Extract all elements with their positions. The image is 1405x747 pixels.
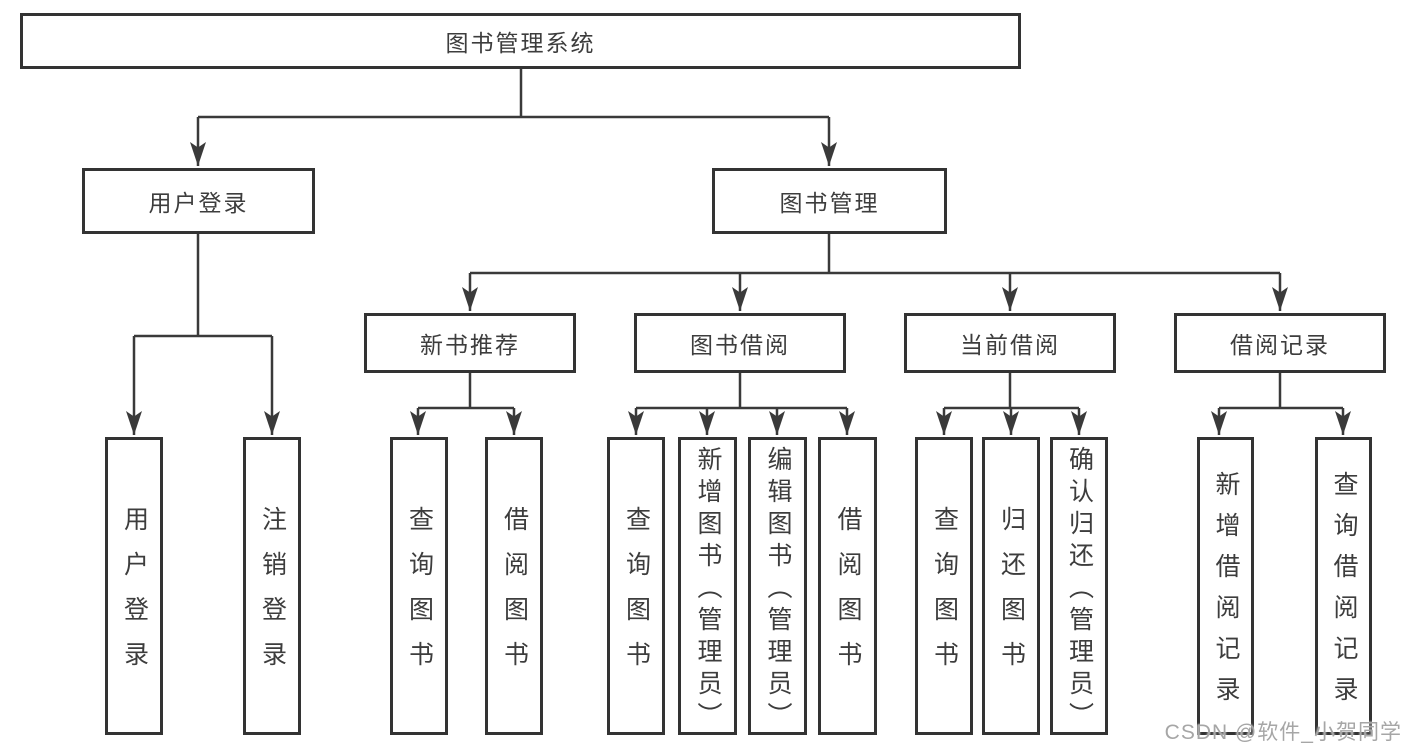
leaf-return-books: 归还图书 bbox=[982, 437, 1040, 735]
leaf-query-books-recommend: 查询图书 bbox=[390, 437, 448, 735]
leaf-query-books-borrow-label: 查询图书 bbox=[622, 506, 651, 686]
node-current-borrow: 当前借阅 bbox=[904, 313, 1116, 373]
leaf-add-borrow-record-label: 新增借阅记录 bbox=[1212, 471, 1240, 717]
leaf-add-books-admin: 新增图书（管理员） bbox=[678, 437, 737, 735]
node-current-borrow-label: 当前借阅 bbox=[960, 332, 1060, 358]
leaf-return-books-label: 归还图书 bbox=[997, 506, 1026, 686]
leaf-query-books-current-label: 查询图书 bbox=[930, 506, 959, 686]
leaf-user-login-label: 用户登录 bbox=[120, 506, 149, 686]
leaf-add-borrow-record: 新增借阅记录 bbox=[1197, 437, 1254, 735]
leaf-add-books-admin-label: 新增图书（管理员） bbox=[694, 445, 722, 734]
leaf-query-borrow-record: 查询借阅记录 bbox=[1315, 437, 1372, 735]
leaf-query-books-current: 查询图书 bbox=[915, 437, 973, 735]
leaf-borrow-books: 借阅图书 bbox=[818, 437, 877, 735]
leaf-query-books-recommend-label: 查询图书 bbox=[405, 506, 434, 686]
node-new-book-recommend-label: 新书推荐 bbox=[420, 332, 520, 358]
node-root-label: 图书管理系统 bbox=[445, 30, 596, 56]
node-borrow-records-label: 借阅记录 bbox=[1230, 332, 1330, 358]
leaf-query-borrow-record-label: 查询借阅记录 bbox=[1330, 471, 1358, 717]
node-book-management-label: 图书管理 bbox=[779, 190, 880, 216]
leaf-user-login: 用户登录 bbox=[105, 437, 163, 735]
node-book-management: 图书管理 bbox=[712, 168, 947, 234]
leaf-edit-books-admin-label: 编辑图书（管理员） bbox=[764, 445, 792, 734]
node-book-borrow: 图书借阅 bbox=[634, 313, 846, 373]
node-book-borrow-label: 图书借阅 bbox=[690, 332, 790, 358]
node-user-login-label: 用户登录 bbox=[148, 190, 249, 216]
leaf-confirm-return-admin-label: 确认归还（管理员） bbox=[1065, 445, 1094, 734]
node-root: 图书管理系统 bbox=[20, 13, 1021, 69]
node-user-login: 用户登录 bbox=[82, 168, 315, 234]
leaf-edit-books-admin: 编辑图书（管理员） bbox=[748, 437, 807, 735]
leaf-query-books-borrow: 查询图书 bbox=[607, 437, 665, 735]
leaf-confirm-return-admin: 确认归还（管理员） bbox=[1050, 437, 1108, 735]
node-borrow-records: 借阅记录 bbox=[1174, 313, 1386, 373]
leaf-logout: 注销登录 bbox=[243, 437, 301, 735]
node-new-book-recommend: 新书推荐 bbox=[364, 313, 576, 373]
csdn-watermark: CSDN @软件_小贺同学 bbox=[1164, 721, 1402, 744]
leaf-borrow-books-recommend: 借阅图书 bbox=[485, 437, 543, 735]
leaf-borrow-books-label: 借阅图书 bbox=[834, 506, 862, 686]
leaf-borrow-books-recommend-label: 借阅图书 bbox=[500, 506, 529, 686]
leaf-logout-label: 注销登录 bbox=[258, 506, 287, 686]
